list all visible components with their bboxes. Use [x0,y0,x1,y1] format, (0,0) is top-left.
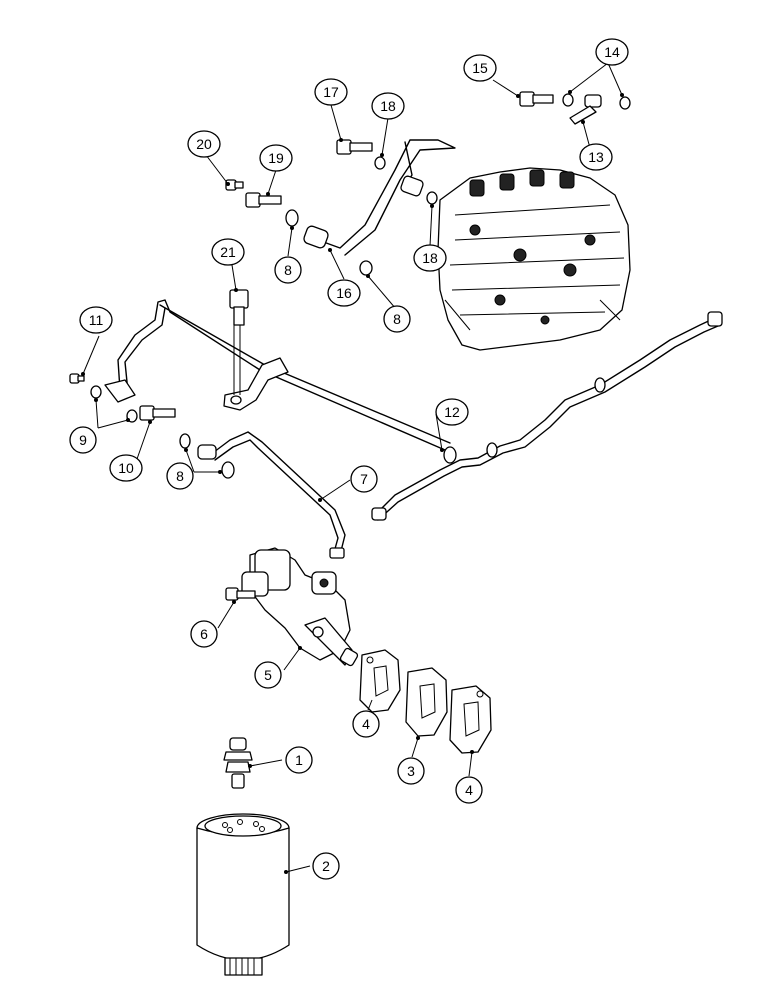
callout-12-label: 12 [444,404,460,420]
banjo-bolt-17 [336,139,373,155]
washer-8-right [359,260,373,276]
callout-16-label: 16 [336,285,352,301]
callout-10: 10 [109,454,143,482]
callout-21-label: 21 [220,244,236,260]
bolt-6 [225,587,256,601]
washer-8-lower [221,461,235,479]
callout-13: 13 [579,143,613,171]
bracket [223,320,289,411]
washer-18-right [426,191,438,205]
callout-10-label: 10 [118,460,134,476]
callout-5-label: 5 [264,667,272,683]
callout-4-left-label: 4 [362,716,370,732]
callout-6-label: 6 [200,626,208,642]
callout-14: 14 [595,38,629,66]
washer-8-middle [179,433,191,449]
callout-15: 15 [463,54,497,82]
callout-9: 9 [69,426,97,454]
callout-18-right-label: 18 [422,250,438,266]
callout-9-label: 9 [79,432,87,448]
callout-21: 21 [211,238,245,266]
pipe-7 [197,431,346,559]
callout-16: 16 [327,279,361,307]
callout-17: 17 [314,78,348,106]
washer-8-upper [285,209,299,227]
callout-7-label: 7 [360,471,368,487]
leader-lines [82,62,623,873]
callout-8-lower-left-label: 8 [176,468,184,484]
callout-2: 2 [312,852,340,880]
washers-14 [562,93,631,110]
banjo-bolt-19 [245,192,282,208]
gasket-3 [405,667,448,737]
callout-3-label: 3 [407,763,415,779]
bolt-21 [229,289,249,326]
gasket-4-left [359,649,401,713]
callout-8-lower-left: 8 [166,462,194,490]
pipe-12 [371,311,723,521]
callout-19: 19 [259,144,293,172]
banjo-bolt-10 [139,405,176,421]
callout-18-right: 18 [413,244,447,272]
callout-8-upper: 8 [274,256,302,284]
callout-17-label: 17 [323,84,339,100]
fuel-filter-2 [196,813,290,976]
callout-18-upper-label: 18 [380,98,396,114]
callout-3: 3 [397,757,425,785]
callout-8-upper-label: 8 [284,262,292,278]
washer-9-upper [90,385,102,399]
callout-20-label: 20 [196,136,212,152]
gasket-4-right [449,685,492,754]
lift-pump-5 [241,547,359,667]
callout-12: 12 [435,398,469,426]
bolt-15 [519,91,554,107]
callout-1: 1 [285,746,313,774]
callout-2-label: 2 [322,858,330,874]
callout-18-upper: 18 [371,92,405,120]
injection-pump [437,167,631,351]
callout-4-left: 4 [352,710,380,738]
callout-11-label: 11 [89,312,104,328]
callout-11: 11 [79,306,113,334]
callout-19-label: 19 [268,150,284,166]
callout-13-label: 13 [588,149,604,165]
callout-8-right: 8 [383,305,411,333]
bolt-11 [69,373,85,384]
callout-14-label: 14 [604,44,620,60]
callout-4-right-label: 4 [465,782,473,798]
callout-8-right-label: 8 [393,311,401,327]
callout-20: 20 [187,130,221,158]
leader-arrowheads [81,90,624,874]
callout-15-label: 15 [472,60,488,76]
callout-1-label: 1 [295,752,303,768]
washer-18-upper [374,156,386,170]
pipe-16 [303,139,456,256]
callout-6: 6 [190,620,218,648]
callout-7: 7 [350,465,378,493]
callout-4-right: 4 [455,776,483,804]
fitting-13 [569,94,602,125]
adapter-1 [223,737,253,789]
callout-5: 5 [254,661,282,689]
